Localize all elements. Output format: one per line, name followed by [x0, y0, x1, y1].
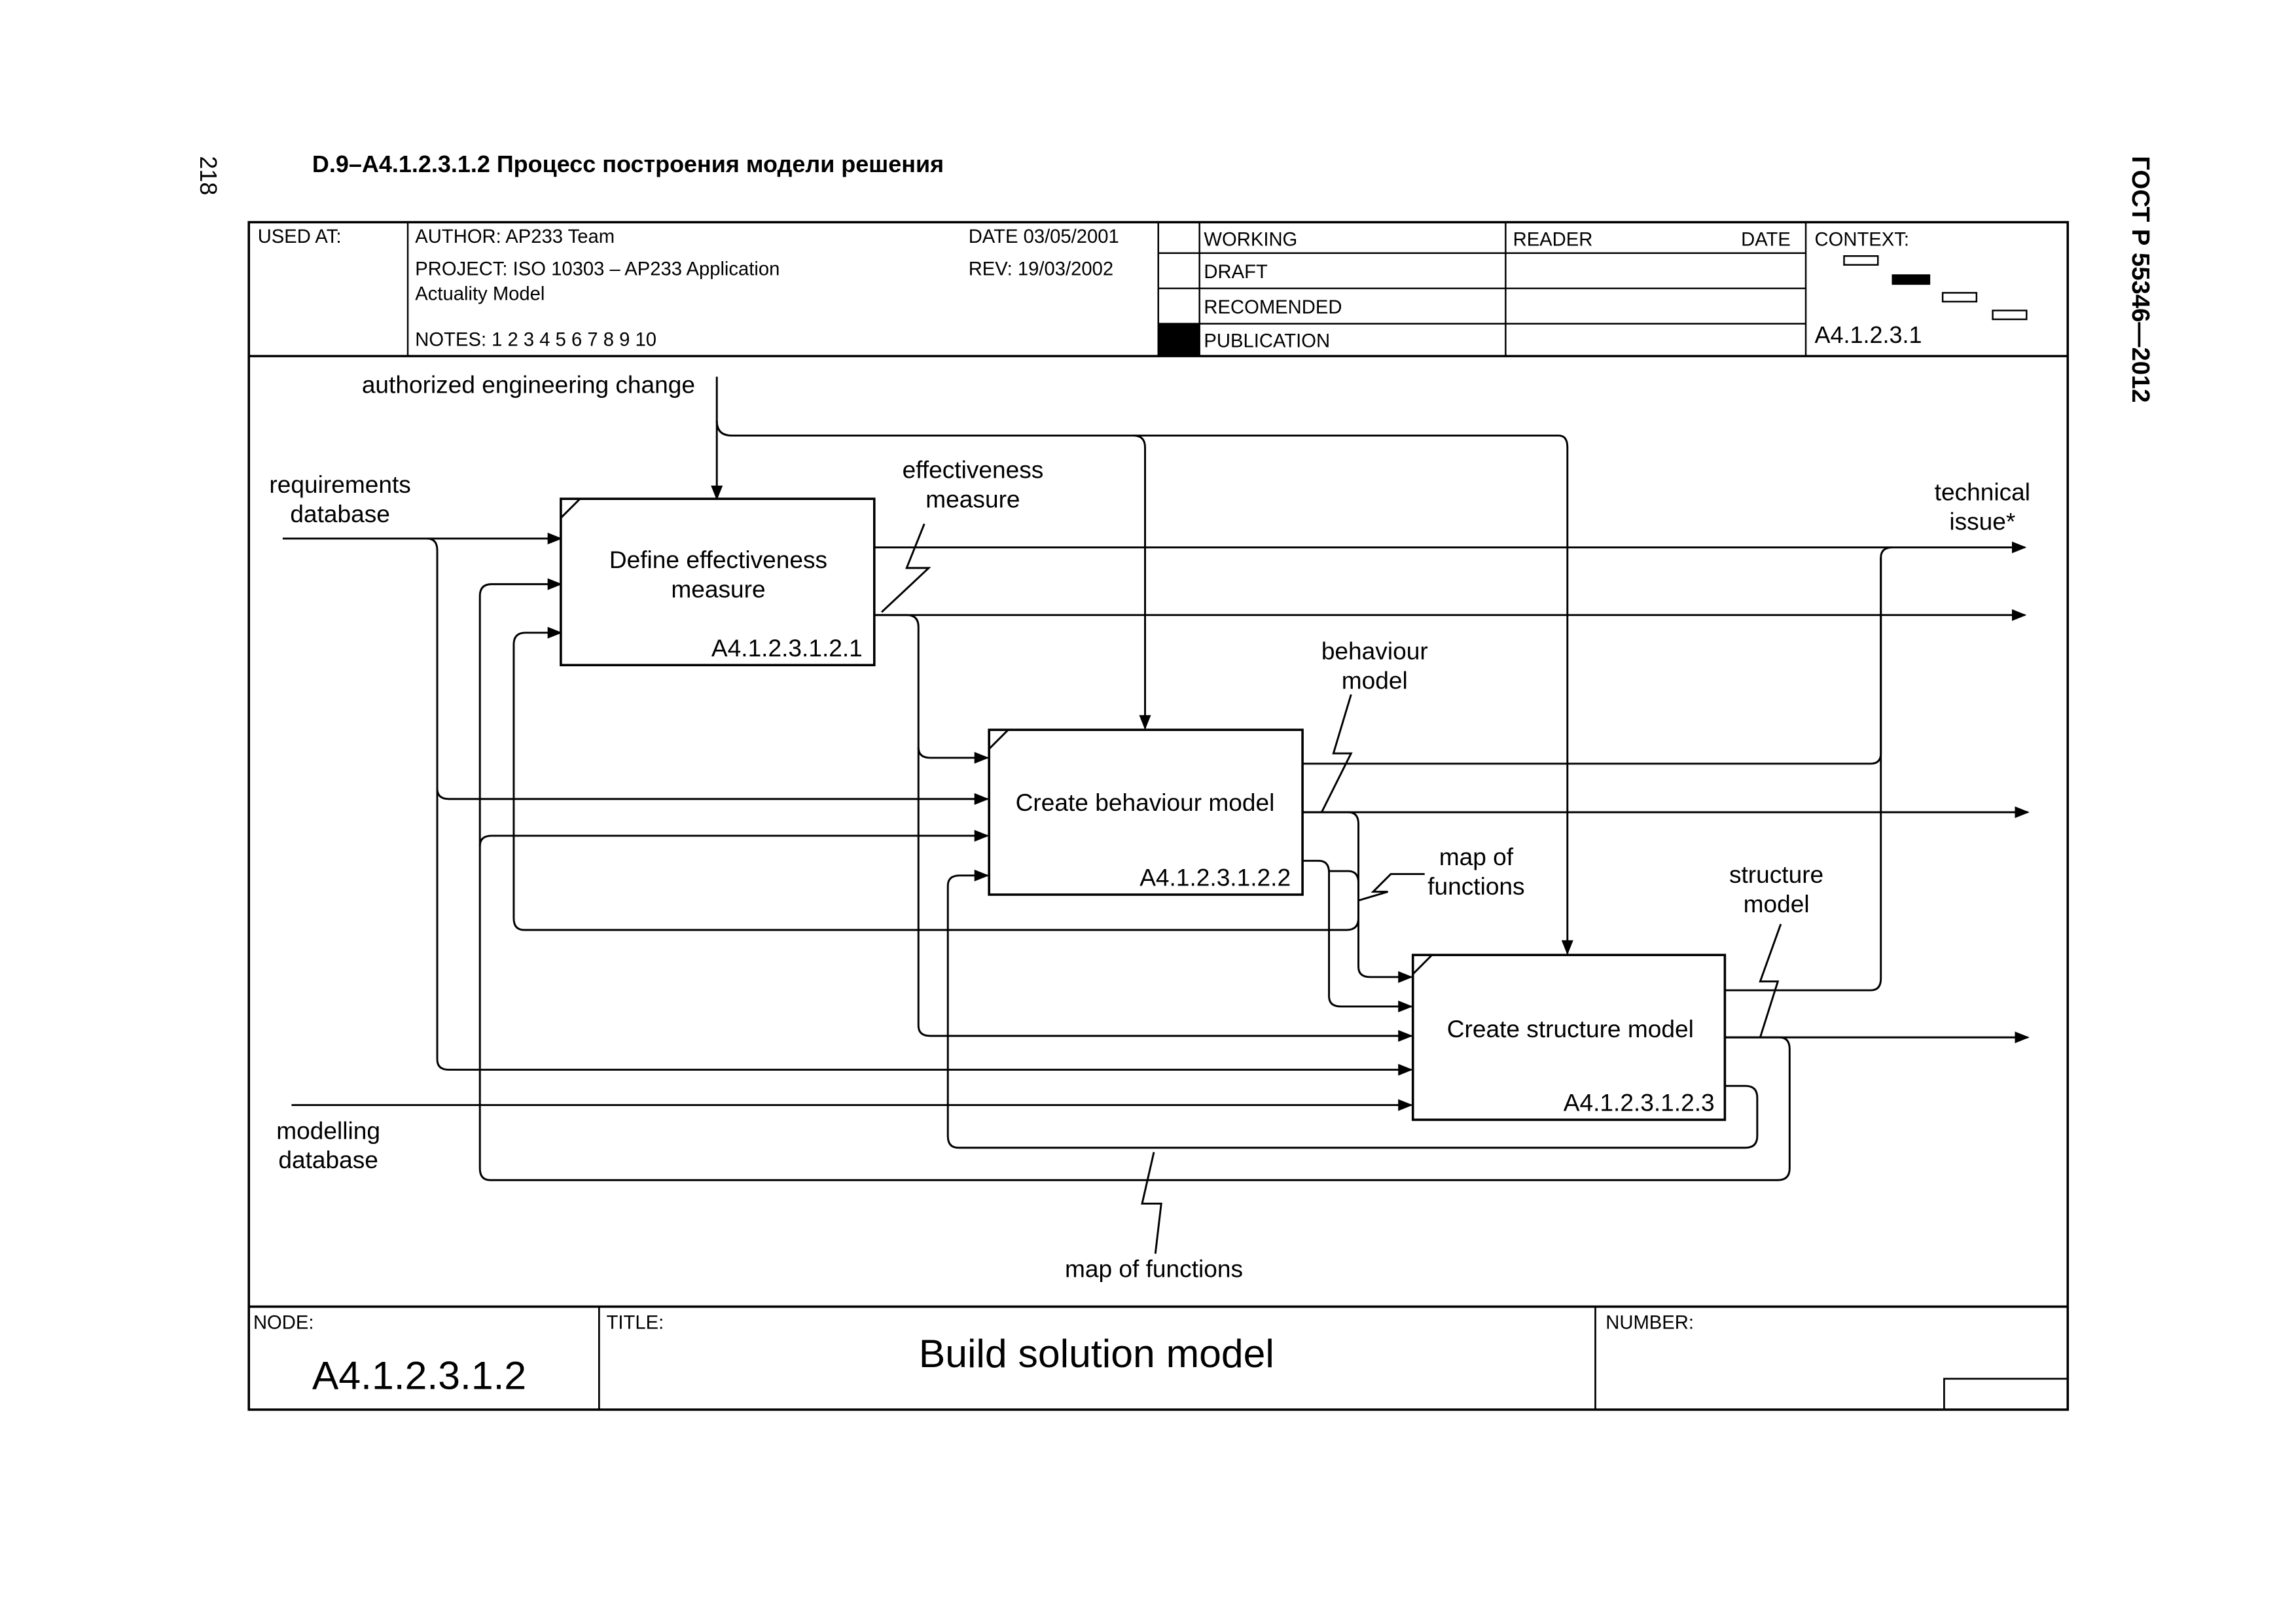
node-label: NODE:: [253, 1312, 314, 1333]
label-mapfunc-2: functions: [1427, 872, 1524, 900]
label-effectiveness-2: measure: [925, 486, 1020, 513]
title-value: Build solution model: [919, 1331, 1274, 1376]
date-text: DATE 03/05/2001: [969, 226, 1119, 247]
label-technical-1: technical: [1935, 478, 2030, 505]
context-label: CONTEXT:: [1815, 229, 1909, 250]
context-thumbnail: [1843, 255, 2028, 321]
project-text-1: PROJECT: ISO 10303 – AP233 Application: [415, 259, 780, 279]
label-authorized-change: authorized engineering change: [362, 370, 695, 398]
activity-2-id: A4.1.2.3.1.2.2: [1139, 864, 1291, 891]
label-map-bottom: map of functions: [1065, 1255, 1243, 1283]
notes-text: NOTES: 1 2 3 4 5 6 7 8 9 10: [415, 329, 656, 350]
context-node: A4.1.2.3.1: [1815, 321, 1922, 348]
status-recomended: RECOMENDED: [1204, 297, 1342, 318]
project-text-2: Actuality Model: [415, 284, 545, 305]
label-technical-2: issue*: [1949, 507, 2015, 535]
activity-box-1: Define effectiveness measure A4.1.2.3.1.…: [560, 497, 876, 667]
rev-text: REV: 19/03/2002: [969, 259, 1113, 279]
arrow-label-group: authorized engineering change requiremen…: [269, 370, 2030, 1282]
status-working: WORKING: [1204, 229, 1297, 250]
number-label: NUMBER:: [1605, 1312, 1694, 1333]
status-publication: PUBLICATION: [1204, 331, 1330, 352]
reader-label: READER: [1513, 229, 1593, 250]
page-heading: D.9–A4.1.2.3.1.2 Процесс построения моде…: [312, 151, 944, 177]
activity-1-id: A4.1.2.3.1.2.1: [711, 634, 863, 662]
label-behaviour-1: behaviour: [1321, 637, 1428, 664]
activity-3-id: A4.1.2.3.1.2.3: [1564, 1089, 1715, 1116]
author-text: AUTHOR: AP233 Team: [415, 226, 615, 247]
used-at-label: USED AT:: [258, 226, 342, 247]
activity-1-label-2: measure: [671, 575, 765, 603]
label-effectiveness-1: effectiveness: [903, 456, 1044, 484]
activity-box-3: Create structure model A4.1.2.3.1.2.3: [1411, 954, 1727, 1121]
side-title: ГОСТ Р 55346—2012: [2126, 156, 2155, 402]
reader-date-label: DATE: [1741, 229, 1791, 250]
title-label: TITLE:: [607, 1312, 664, 1333]
label-behaviour-2: model: [1342, 666, 1408, 694]
activity-2-label-1: Create behaviour model: [1016, 789, 1275, 816]
activity-box-2: Create behaviour model A4.1.2.3.1.2.2: [988, 728, 1304, 896]
label-structure-2: model: [1744, 890, 1810, 918]
activity-1-label-1: Define effectiveness: [609, 546, 827, 573]
label-modelling-1: modelling: [276, 1116, 380, 1144]
label-structure-1: structure: [1729, 861, 1823, 888]
arrow-lines: [282, 376, 2030, 1254]
label-mapfunc-1: map of: [1439, 843, 1514, 870]
label-requirements-2: database: [290, 500, 390, 527]
label-modelling-2: database: [278, 1146, 378, 1173]
status-draft: DRAFT: [1204, 262, 1268, 283]
publication-marker: [1158, 323, 1200, 357]
page-number: 218: [195, 156, 222, 195]
node-value: A4.1.2.3.1.2: [312, 1353, 526, 1398]
activity-3-label-1: Create structure model: [1447, 1015, 1694, 1043]
label-requirements-1: requirements: [269, 471, 410, 498]
footer-small-box: [1943, 1378, 2069, 1411]
